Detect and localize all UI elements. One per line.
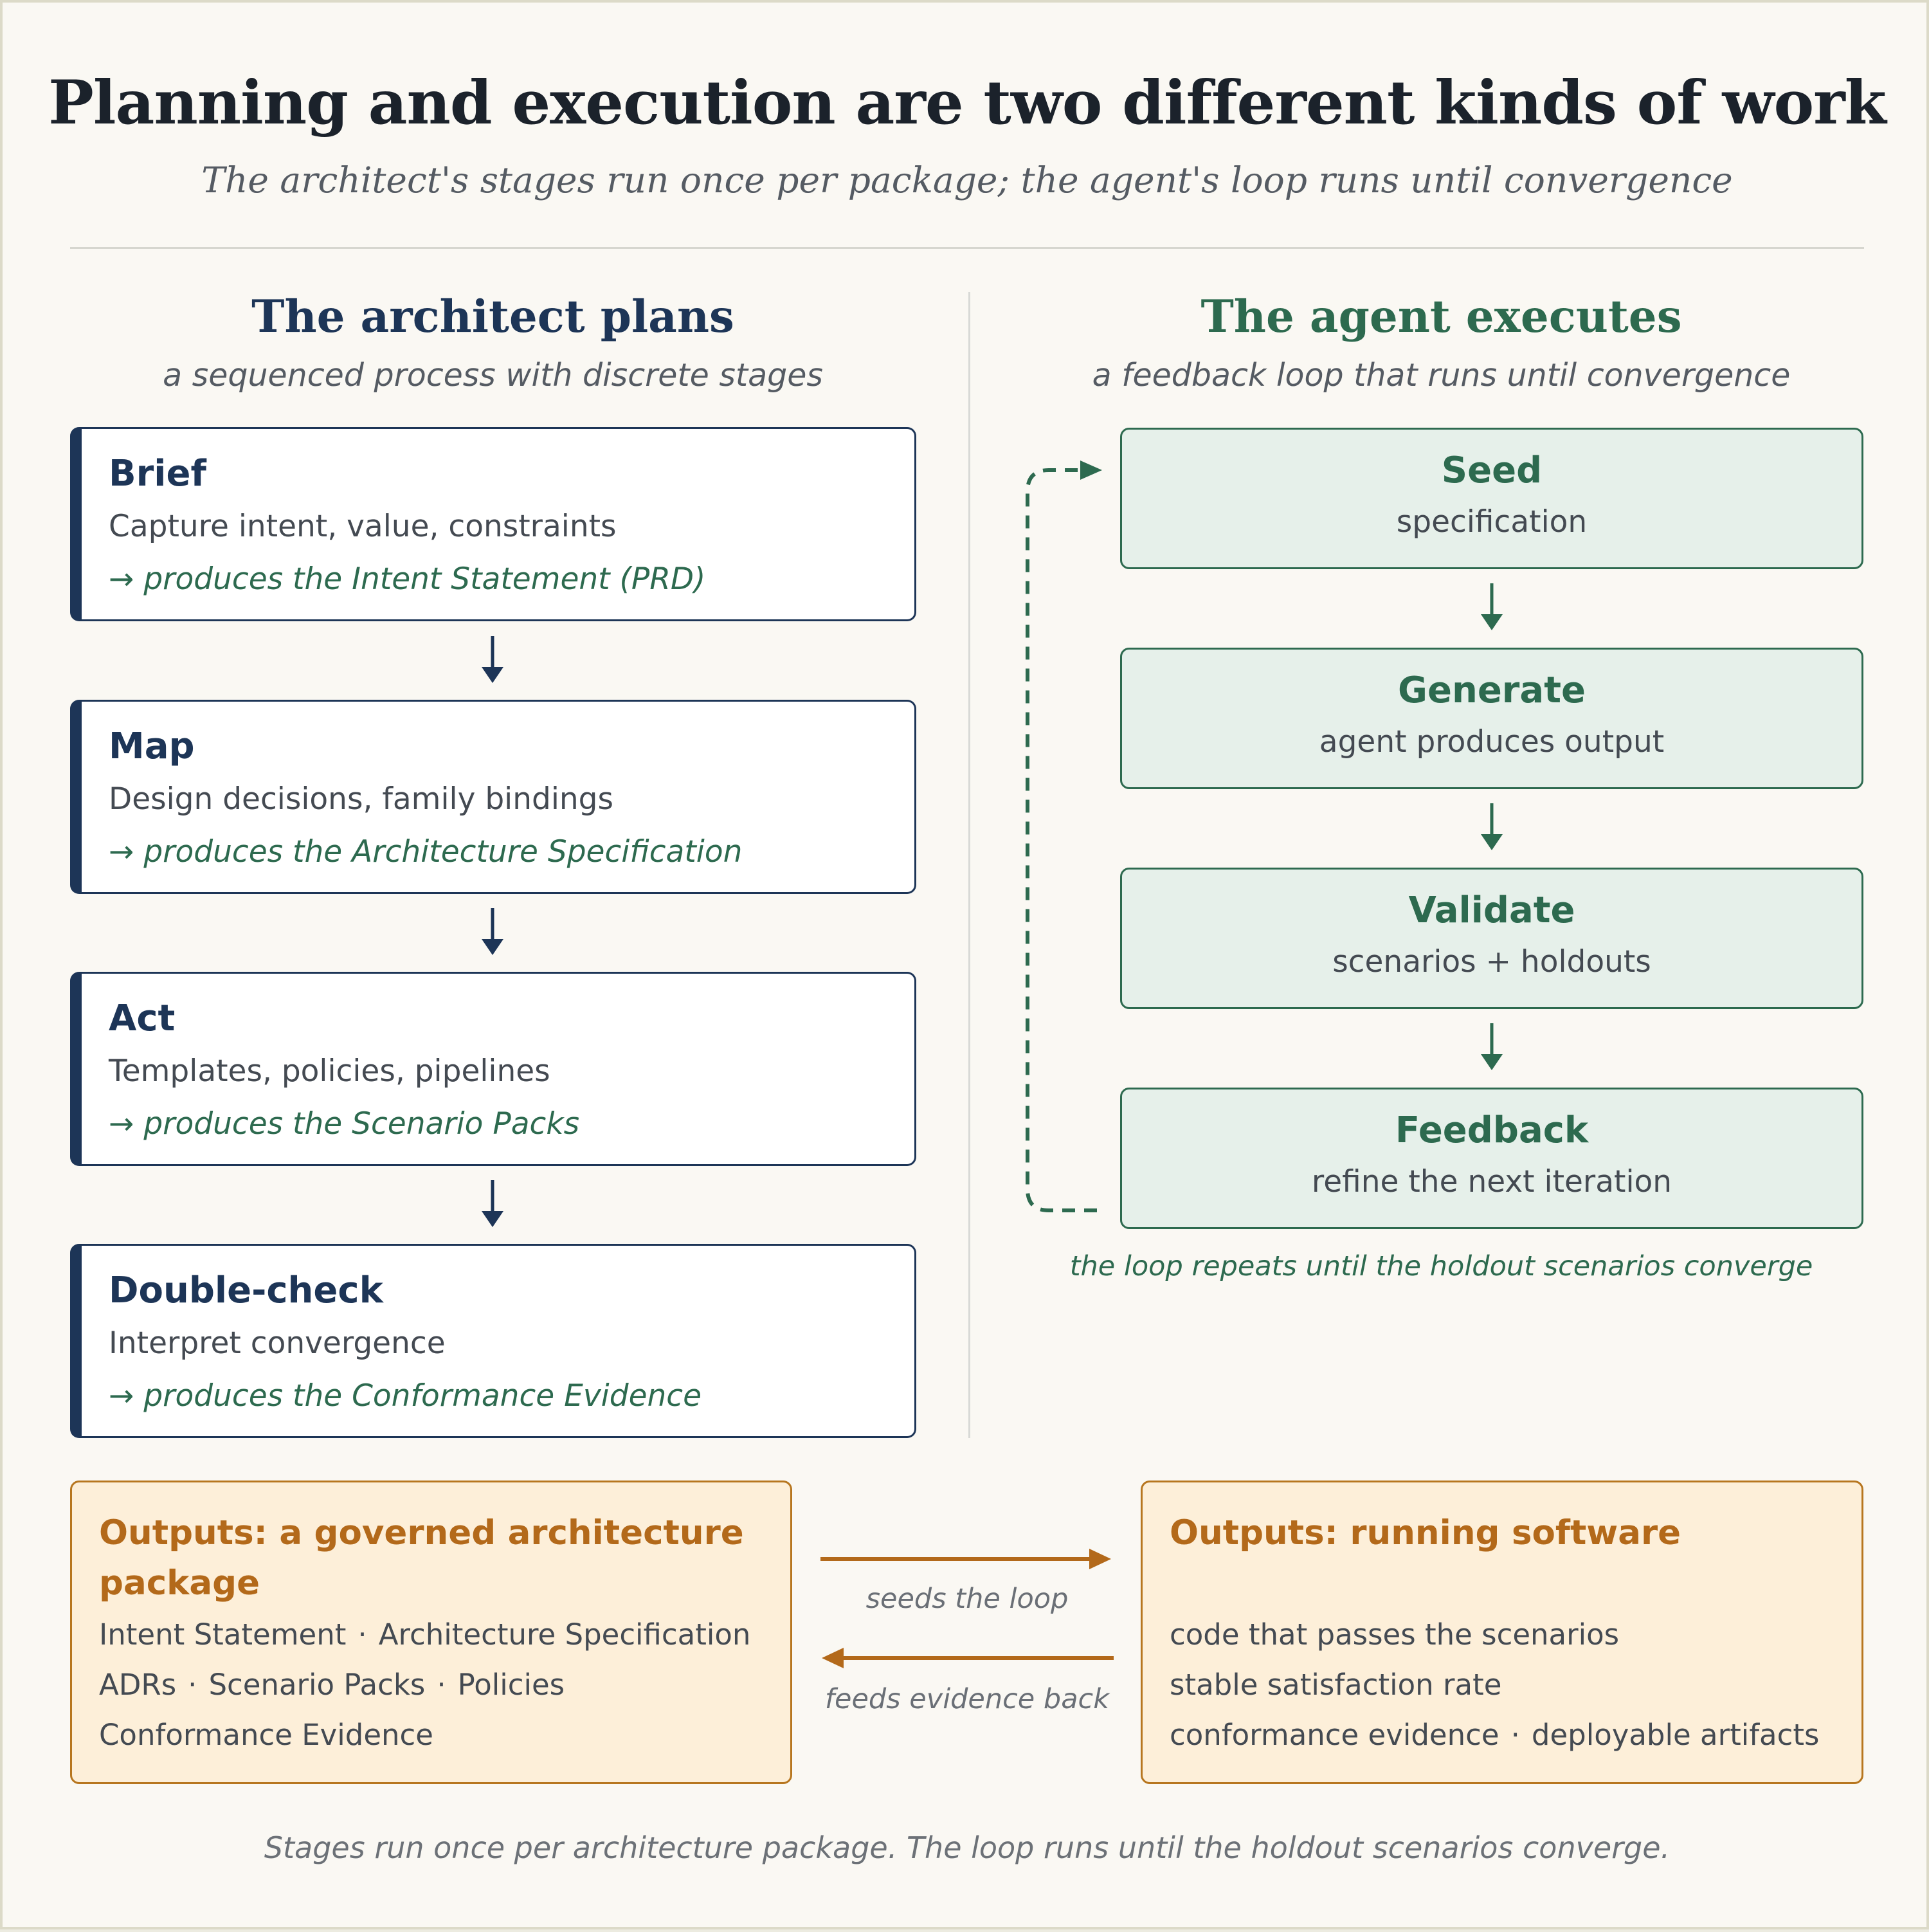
right-arrow-icon bbox=[820, 1549, 1111, 1569]
architect-column-title: The architect plans bbox=[251, 291, 734, 343]
output-item: Scenario Packs bbox=[208, 1668, 426, 1702]
stage-map: Map Design decisions, family bindings → … bbox=[70, 700, 916, 894]
page-subtitle: The architect's stages run once per pack… bbox=[201, 159, 1733, 201]
stage-output: → produces the Scenario Packs bbox=[109, 1106, 580, 1142]
loop-step-description: scenarios + holdouts bbox=[1332, 944, 1651, 980]
stage-title: Act bbox=[109, 998, 176, 1039]
separator-dot: · bbox=[437, 1668, 446, 1702]
down-arrow-icon bbox=[1481, 1023, 1503, 1070]
stage-double-check: Double-check Interpret convergence → pro… bbox=[70, 1244, 916, 1438]
output-item: code that passes the scenarios bbox=[1170, 1618, 1620, 1652]
feedback-loop-arrow bbox=[1026, 460, 1102, 1212]
stage-act: Act Templates, policies, pipelines → pro… bbox=[70, 972, 916, 1166]
seeds-loop-label: seeds the loop bbox=[865, 1583, 1069, 1615]
down-arrow-icon bbox=[1481, 583, 1503, 630]
loop-step-title: Feedback bbox=[1395, 1109, 1589, 1151]
loop-step-description: specification bbox=[1396, 504, 1588, 540]
loop-step-title: Generate bbox=[1398, 670, 1586, 711]
stage-output: → produces the Intent Statement (PRD) bbox=[109, 561, 706, 597]
loop-step-title: Validate bbox=[1408, 889, 1575, 931]
outputs-line: Intent Statement · Architecture Specificat… bbox=[99, 1618, 750, 1652]
separator-dot: · bbox=[358, 1618, 367, 1652]
output-item: ADRs bbox=[99, 1668, 177, 1702]
outputs-line: Conformance Evidence bbox=[99, 1718, 433, 1753]
outputs-title-line2: package bbox=[99, 1563, 260, 1603]
footer-note: Stages run once per architecture package… bbox=[264, 1830, 1671, 1865]
outputs-title-line1: Outputs: a governed architecture bbox=[99, 1513, 744, 1553]
loop-step-description: agent produces output bbox=[1319, 724, 1665, 760]
output-item: deployable artifacts bbox=[1531, 1718, 1820, 1752]
outputs-line: conformance evidence · deployable artifact… bbox=[1170, 1718, 1819, 1753]
left-arrow-icon bbox=[822, 1648, 1114, 1668]
outputs-line: code that passes the scenarios bbox=[1170, 1618, 1619, 1652]
loop-step-seed: Seed specification bbox=[1120, 428, 1863, 569]
stage-description: Templates, policies, pipelines bbox=[109, 1053, 550, 1089]
stage-brief: Brief Capture intent, value, constraints… bbox=[70, 427, 916, 621]
loop-step-generate: Generate agent produces output bbox=[1120, 648, 1863, 789]
column-divider bbox=[968, 292, 970, 1438]
loop-caption: the loop repeats until the holdout scena… bbox=[1069, 1250, 1813, 1282]
architect-column-subtitle: a sequenced process with discrete stages bbox=[163, 357, 823, 394]
connector-layer bbox=[482, 460, 1503, 1668]
outputs-title: Outputs: a governed architecture package bbox=[99, 1508, 744, 1608]
stage-description: Design decisions, family bindings bbox=[109, 781, 614, 817]
outputs-title: Outputs: running software bbox=[1170, 1513, 1681, 1553]
stage-output: → produces the Conformance Evidence bbox=[109, 1378, 702, 1414]
outputs-exchange-arrows bbox=[820, 1549, 1114, 1668]
arrowhead-icon bbox=[1080, 460, 1102, 480]
output-item: Conformance Evidence bbox=[99, 1718, 433, 1752]
stage-title: Map bbox=[109, 725, 195, 767]
agent-flow-arrows bbox=[1481, 583, 1503, 1070]
down-arrow-icon bbox=[482, 1180, 503, 1227]
software-outputs-box: Outputs: running software code that pass… bbox=[1141, 1481, 1863, 1784]
output-item: stable satisfaction rate bbox=[1170, 1668, 1502, 1702]
architect-flow-arrows bbox=[482, 636, 503, 1227]
page-title: Planning and execution are two different… bbox=[48, 68, 1887, 138]
down-arrow-icon bbox=[482, 908, 503, 955]
loop-step-description: refine the next iteration bbox=[1311, 1164, 1672, 1199]
architecture-outputs-box: Outputs: a governed architecture package… bbox=[70, 1481, 792, 1784]
agent-column-title: The agent executes bbox=[1200, 291, 1682, 343]
header-divider bbox=[70, 247, 1864, 249]
loop-step-validate: Validate scenarios + holdouts bbox=[1120, 868, 1863, 1009]
outputs-line: ADRs · Scenario Packs · Policies bbox=[99, 1668, 565, 1702]
stage-description: Interpret convergence bbox=[109, 1326, 446, 1361]
stage-title: Brief bbox=[109, 453, 206, 495]
separator-dot: · bbox=[188, 1668, 197, 1702]
output-item: conformance evidence bbox=[1170, 1718, 1499, 1752]
down-arrow-icon bbox=[482, 636, 503, 683]
output-item: Policies bbox=[457, 1668, 565, 1702]
outputs-line: stable satisfaction rate bbox=[1170, 1668, 1501, 1702]
down-arrow-icon bbox=[1481, 803, 1503, 850]
output-item: Intent Statement bbox=[99, 1618, 347, 1652]
stage-title: Double-check bbox=[109, 1270, 383, 1311]
output-item: Architecture Specification bbox=[378, 1618, 751, 1652]
stage-description: Capture intent, value, constraints bbox=[109, 509, 617, 544]
loop-step-title: Seed bbox=[1441, 450, 1543, 491]
loop-step-feedback: Feedback refine the next iteration bbox=[1120, 1088, 1863, 1229]
separator-dot: · bbox=[1510, 1718, 1520, 1752]
agent-column-subtitle: a feedback loop that runs until converge… bbox=[1092, 357, 1791, 394]
stage-output: → produces the Architecture Specificatio… bbox=[109, 834, 743, 870]
feeds-evidence-label: feeds evidence back bbox=[824, 1683, 1110, 1715]
